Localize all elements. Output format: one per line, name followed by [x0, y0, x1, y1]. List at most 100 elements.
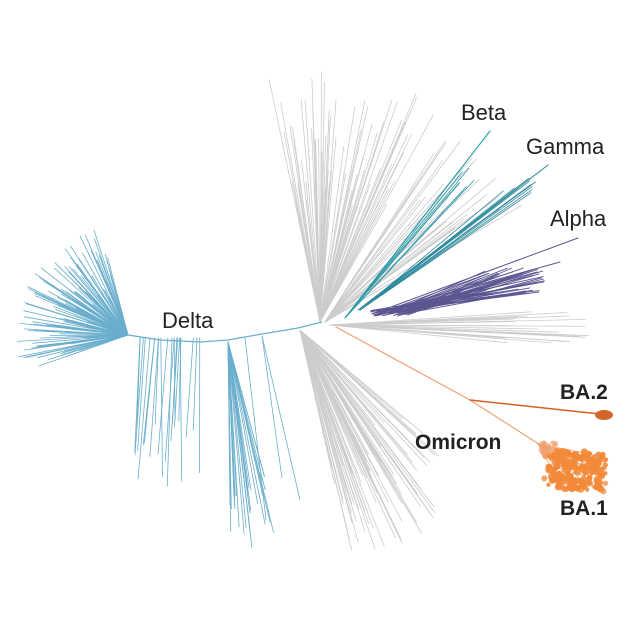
gray-branch: [324, 140, 461, 323]
ba1-point: [555, 483, 563, 490]
delta-branch: [98, 254, 129, 336]
gray-branch: [300, 98, 321, 323]
delta-branch: [61, 288, 129, 336]
delta-branch: [46, 324, 129, 336]
beta-clade: [344, 130, 491, 319]
gray-branch: [324, 214, 468, 323]
gray-branch: [299, 329, 362, 509]
ba2-branch: [469, 399, 601, 415]
delta-branch: [149, 337, 159, 457]
delta-branch: [78, 334, 129, 346]
ba1-point: [561, 485, 568, 492]
gray-branch: [305, 180, 321, 323]
gray-branch: [319, 71, 323, 323]
delta-subbranch: [227, 341, 266, 525]
ba1-point: [573, 456, 579, 462]
gray-branch: [319, 123, 373, 323]
gray-branch: [324, 183, 445, 323]
ba1-point: [597, 471, 605, 478]
ba1-point: [572, 464, 579, 471]
delta-branch: [85, 316, 129, 336]
delta-branch: [80, 275, 129, 336]
gray-branch: [319, 184, 362, 323]
gray-branch: [299, 329, 411, 424]
gray-branch: [319, 101, 398, 323]
delta-subbranch: [227, 341, 240, 528]
label-omicron: Omicron: [415, 431, 502, 454]
gray-branch: [319, 204, 388, 323]
gray-branch: [329, 324, 586, 327]
ba1-point: [587, 480, 594, 487]
delta-branch: [137, 337, 146, 451]
delta-subbranch: [227, 341, 236, 506]
delta-branch: [261, 335, 301, 501]
gray-branch: [329, 324, 539, 330]
ba1-point: [571, 478, 578, 486]
delta-branch: [227, 341, 253, 549]
ba2-cluster: [595, 410, 613, 420]
label-delta: Delta: [162, 308, 214, 333]
gray-branch: [299, 329, 353, 524]
delta-clade: [16, 230, 323, 549]
delta-branch: [53, 267, 129, 336]
delta-subbranch: [227, 341, 245, 535]
gray-branch: [329, 321, 515, 326]
gray-branch: [329, 324, 553, 344]
gamma-branch: [359, 180, 531, 311]
delta-branch: [42, 330, 129, 336]
ba1-point: [584, 487, 590, 492]
gray-branch: [299, 329, 370, 455]
ba1-point: [561, 456, 568, 463]
alpha-branch: [371, 261, 561, 315]
ba1-point: [602, 480, 609, 486]
delta-branch: [91, 296, 129, 336]
gamma-branch: [359, 189, 533, 311]
delta-branch: [174, 337, 181, 427]
gray-branch: [324, 160, 444, 323]
gray-branch: [319, 145, 345, 323]
delta-branch: [40, 267, 129, 336]
gray-branch: [319, 106, 369, 323]
alpha-branch: [376, 271, 538, 317]
delta-branch: [82, 252, 129, 336]
ba1-point: [593, 477, 600, 484]
gamma-clade: [357, 164, 549, 311]
ba1-point: [590, 460, 596, 466]
ba1-point: [579, 462, 584, 468]
delta-branch: [76, 307, 129, 336]
label-alpha: Alpha: [550, 206, 607, 231]
gray-branch: [329, 324, 564, 342]
ba1-point: [573, 469, 578, 475]
delta-branch: [178, 337, 182, 422]
gray-branch: [319, 134, 409, 323]
gray-branch: [299, 329, 353, 473]
delta-branch: [85, 234, 129, 336]
gray-branch: [319, 114, 434, 323]
gray-branch: [319, 183, 371, 323]
gray-branch: [324, 221, 454, 323]
ba1-point: [563, 449, 571, 457]
ba1-point: [557, 459, 563, 465]
alpha-branch: [373, 287, 531, 316]
gray-branch: [297, 187, 321, 323]
gray-branch: [329, 315, 528, 326]
gray-branch: [299, 329, 357, 522]
label-ba1: BA.1: [560, 497, 608, 520]
delta-branch: [65, 320, 129, 336]
delta-branch: [40, 334, 129, 339]
gray-branch: [319, 119, 403, 323]
delta-branch: [143, 337, 156, 444]
gamma-branch: [359, 190, 504, 311]
delta-branch: [261, 335, 283, 479]
beta-branch: [344, 179, 475, 319]
alpha-branch: [371, 237, 579, 315]
delta-branch: [75, 291, 129, 336]
alpha-branch: [389, 272, 490, 314]
ba1-point: [554, 477, 561, 484]
label-ba2: BA.2: [560, 381, 608, 404]
gray-branch: [324, 193, 441, 323]
alpha-clade: [369, 237, 579, 317]
unlabeled-lineages: [268, 71, 590, 551]
gray-branch: [299, 329, 408, 456]
